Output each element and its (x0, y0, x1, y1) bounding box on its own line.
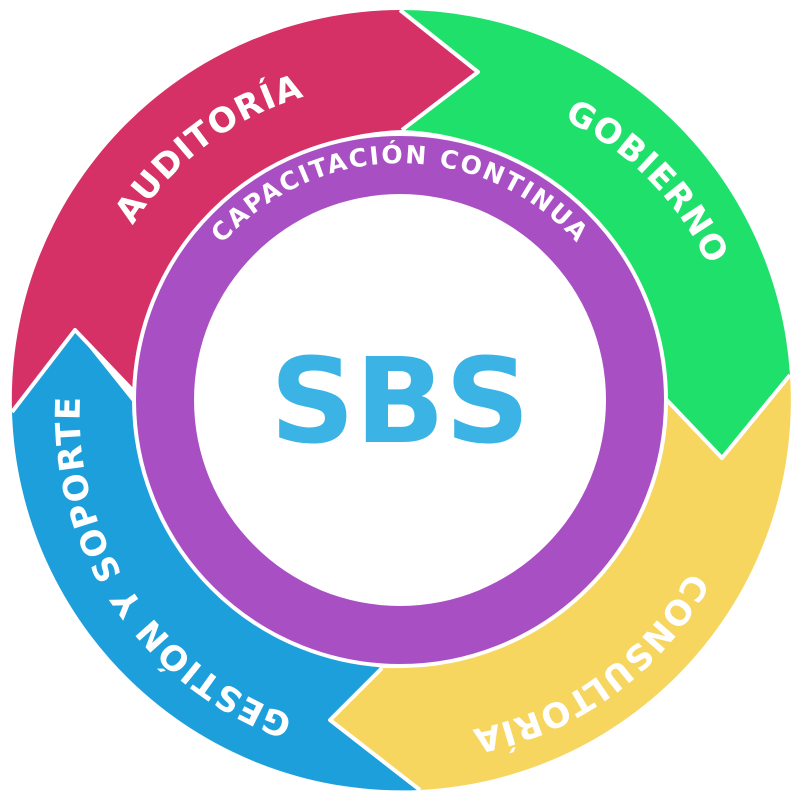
ring-arrow-notch (140, 376, 196, 410)
center-title: SBS (270, 332, 530, 470)
auditoria-segment[interactable] (11, 10, 478, 412)
segment-dividers (10, 8, 792, 792)
consultoria-segment[interactable] (330, 375, 791, 790)
gobierno-segment[interactable] (400, 9, 790, 458)
center-circle (194, 194, 606, 606)
